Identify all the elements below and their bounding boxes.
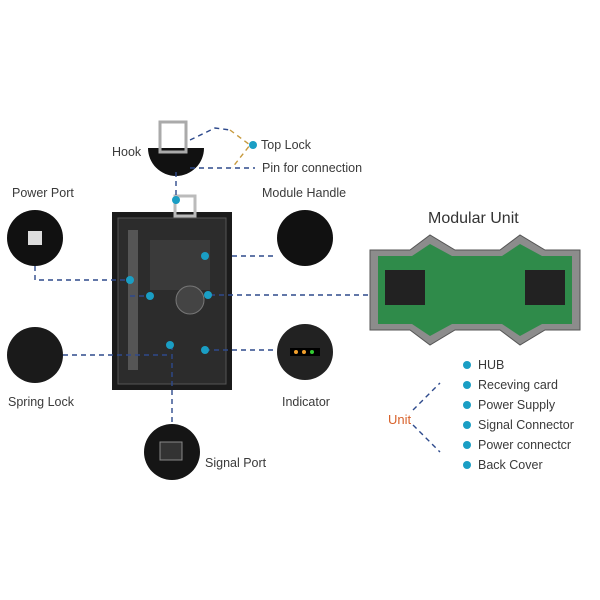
bullet-icon: [463, 421, 471, 429]
list-item: Back Cover: [463, 455, 574, 475]
bullet-icon: [463, 381, 471, 389]
top-lock-label: Top Lock: [261, 138, 312, 152]
modular-unit-image: [369, 234, 581, 346]
unit-label: Unit: [388, 412, 412, 427]
hook-image: [148, 120, 204, 176]
module-handle-image: [277, 210, 333, 266]
cabinet-image: [112, 194, 232, 390]
spring-lock-label: Spring Lock: [8, 395, 75, 409]
list-item: Power connectcr: [463, 435, 574, 455]
item-label: Power connectcr: [478, 438, 572, 452]
bullet-icon: [463, 441, 471, 449]
item-label: Signal Connector: [478, 418, 574, 432]
signal-port-label: Signal Port: [205, 456, 267, 470]
item-label: Power Supply: [478, 398, 556, 412]
bullet-icon: [463, 361, 471, 369]
list-item: Receving card: [463, 375, 574, 395]
item-label: Back Cover: [478, 458, 543, 472]
marker-dots: [126, 141, 257, 354]
spring-lock-image: [7, 327, 63, 383]
module-handle-label: Module Handle: [262, 186, 347, 200]
bullet-icon: [463, 401, 471, 409]
hook-label: Hook: [112, 145, 142, 159]
item-label: HUB: [478, 358, 505, 372]
modular-unit-title: Modular Unit: [428, 210, 519, 227]
pin-label: Pin for connection: [262, 161, 363, 175]
list-item: HUB: [463, 355, 574, 375]
list-item: Power Supply: [463, 395, 574, 415]
unit-component-list: HUB Receving card Power Supply Signal Co…: [463, 355, 574, 475]
indicator-label: Indicator: [282, 395, 330, 409]
bullet-icon: [463, 461, 471, 469]
item-label: Receving card: [478, 378, 558, 392]
list-item: Signal Connector: [463, 415, 574, 435]
connector-lines: [34, 127, 441, 453]
power-port-label: Power Port: [12, 186, 74, 200]
